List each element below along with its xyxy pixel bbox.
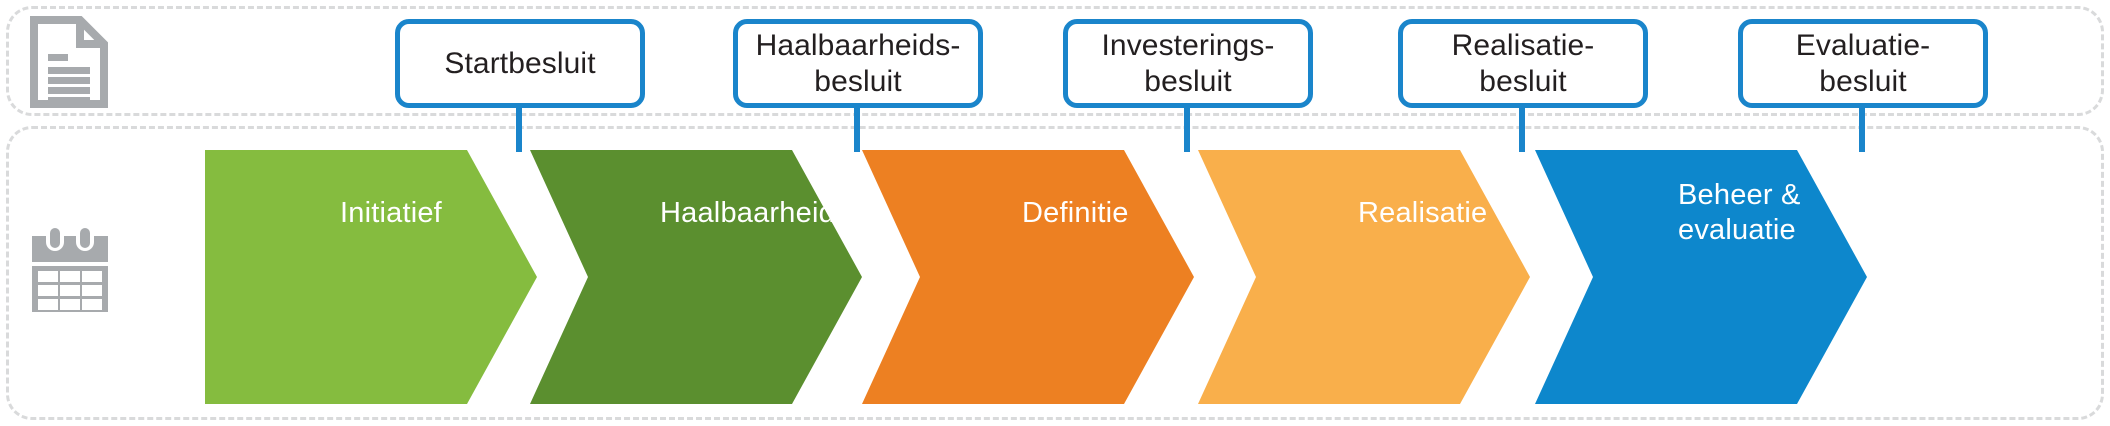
document-icon	[30, 16, 108, 108]
decision-box-evaluatiebesluit[interactable]: Evaluatie- besluit	[1738, 19, 1988, 108]
decisions-lane	[6, 6, 2104, 116]
phases-lane	[6, 126, 2104, 420]
phase-label-definitie: Definitie	[1022, 197, 1129, 229]
connector-line-investeringsbesluit	[1184, 104, 1190, 152]
connector-line-evaluatiebesluit	[1859, 104, 1865, 152]
phase-label-realisatie: Realisatie	[1358, 197, 1488, 229]
connector-line-startbesluit	[516, 104, 522, 152]
phase-label-initiatief: Initiatief	[340, 197, 442, 229]
decision-box-realisatiebesluit[interactable]: Realisatie- besluit	[1398, 19, 1648, 108]
decision-box-investeringsbesluit[interactable]: Investerings- besluit	[1063, 19, 1313, 108]
phase-label-haalbaarheid: Haalbaarheid	[660, 197, 835, 229]
calendar-icon	[32, 228, 108, 312]
phase-label-beheer-evaluatie: Beheer & evaluatie	[1678, 179, 1801, 247]
decision-box-haalbaarheidsbesluit[interactable]: Haalbaarheids- besluit	[733, 19, 983, 108]
connector-line-haalbaarheidsbesluit	[854, 104, 860, 152]
decision-box-startbesluit[interactable]: Startbesluit	[395, 19, 645, 108]
connector-line-realisatiebesluit	[1519, 104, 1525, 152]
